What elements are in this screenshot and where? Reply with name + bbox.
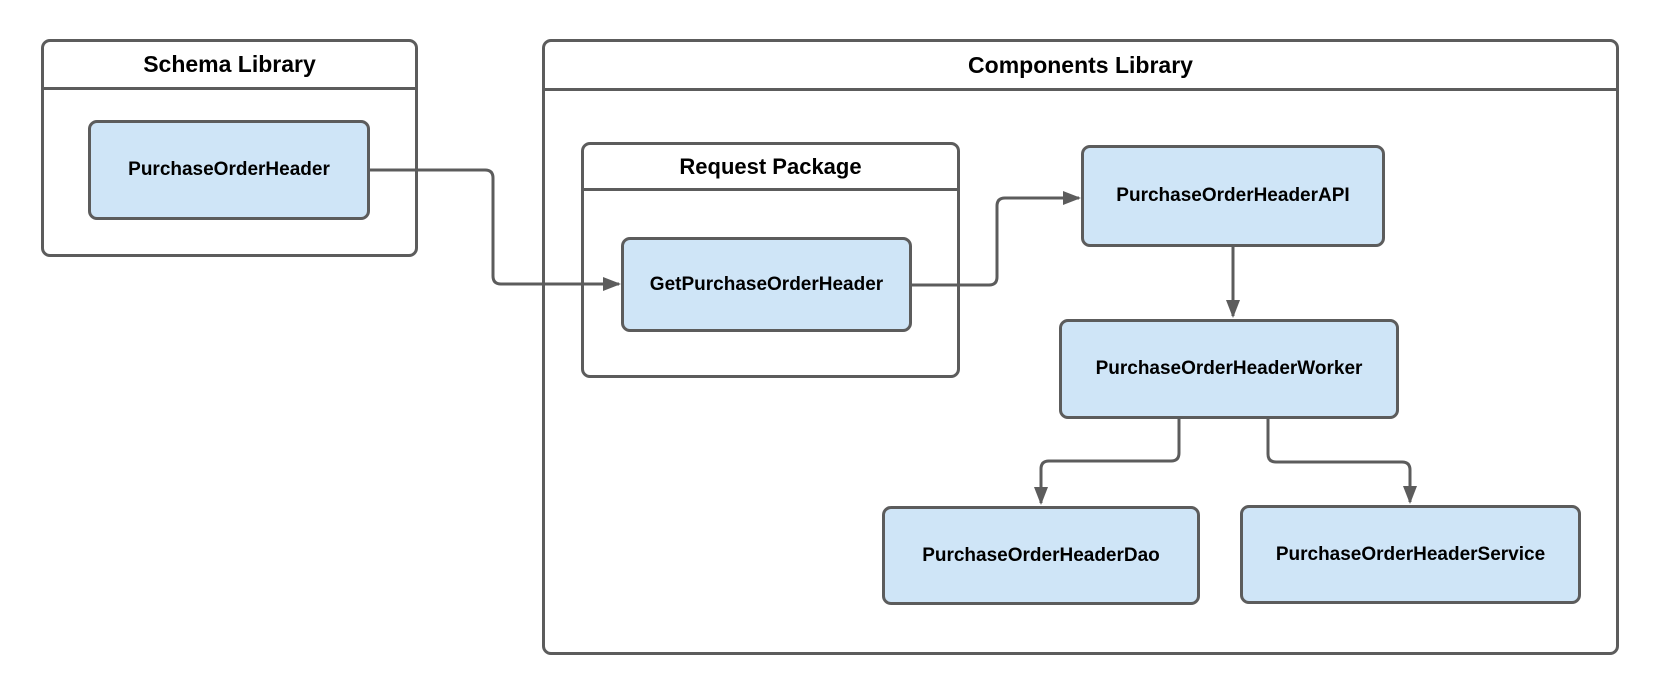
edge-worker-to-dao bbox=[1034, 419, 1181, 505]
node-label-purchase-order-header-worker: PurchaseOrderHeaderWorker bbox=[1095, 358, 1363, 379]
schema-library-title: Schema Library bbox=[143, 51, 316, 77]
request-package-title: Request Package bbox=[679, 153, 862, 179]
request-package-header: Request Package bbox=[584, 145, 957, 191]
node-purchase-order-header-api: PurchaseOrderHeaderAPI bbox=[1081, 145, 1385, 247]
node-label-purchase-order-header: PurchaseOrderHeader bbox=[128, 159, 330, 180]
node-label-purchase-order-header-api: PurchaseOrderHeaderAPI bbox=[1116, 185, 1350, 206]
node-purchase-order-header-worker: PurchaseOrderHeaderWorker bbox=[1059, 319, 1399, 419]
schema-library-header: Schema Library bbox=[44, 42, 415, 90]
node-label-get-purchase-order-header: GetPurchaseOrderHeader bbox=[649, 273, 884, 295]
components-library-header: Components Library bbox=[545, 42, 1616, 91]
edge-poheader-to-getpoheader bbox=[370, 168, 621, 291]
edge-getpoheader-to-api bbox=[912, 191, 1081, 287]
node-label-purchase-order-header-dao: PurchaseOrderHeaderDao bbox=[922, 544, 1160, 566]
edge-worker-to-service bbox=[1266, 419, 1417, 504]
node-label-purchase-order-header-service: PurchaseOrderHeaderService bbox=[1275, 543, 1546, 565]
node-get-purchase-order-header: GetPurchaseOrderHeader bbox=[621, 237, 912, 332]
components-library-title: Components Library bbox=[968, 51, 1193, 78]
node-purchase-order-header: PurchaseOrderHeader bbox=[88, 120, 370, 220]
node-purchase-order-header-service: PurchaseOrderHeaderService bbox=[1240, 505, 1581, 604]
node-purchase-order-header-dao: PurchaseOrderHeaderDao bbox=[882, 506, 1200, 605]
